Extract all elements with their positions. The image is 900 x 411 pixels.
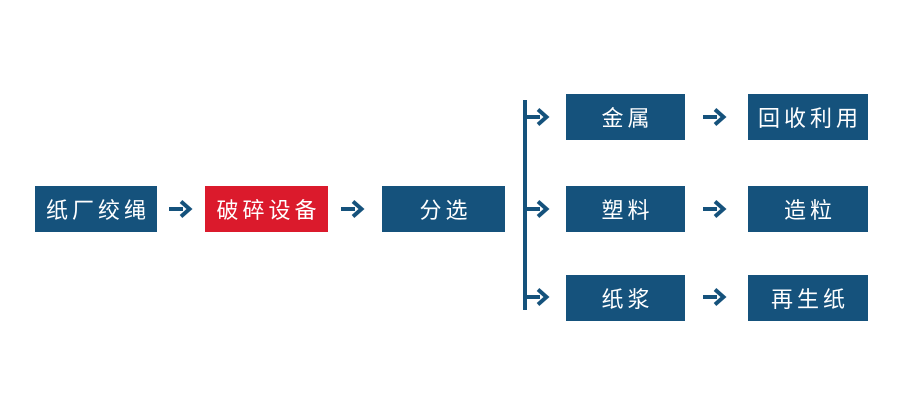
arrow-right-icon: [703, 200, 727, 218]
arrow-right-icon: [169, 200, 193, 218]
node-metal-label: 金属: [601, 106, 654, 131]
arrow-right-icon: [703, 108, 727, 126]
node-pulp: 纸浆: [566, 275, 685, 321]
node-pulp-label: 纸浆: [601, 287, 654, 312]
branch-arrow-right-icon: [524, 288, 550, 306]
node-crushing-equipment: 破碎设备: [205, 186, 328, 232]
node-paper-mill-rope-label: 纸厂绞绳: [45, 198, 150, 223]
node-plastic: 塑料: [566, 186, 685, 232]
node-sorting-label: 分选: [419, 198, 472, 223]
node-crushing-equipment-label: 破碎设备: [216, 198, 321, 223]
node-recycling: 回收利用: [748, 94, 868, 140]
arrow-right-icon: [703, 288, 727, 306]
branch-connector-line: [523, 100, 527, 310]
node-recycling-label: 回收利用: [757, 106, 862, 131]
node-paper-mill-rope: 纸厂绞绳: [35, 186, 157, 232]
node-sorting: 分选: [382, 186, 505, 232]
arrow-right-icon: [341, 200, 365, 218]
branch-arrow-right-icon: [524, 200, 550, 218]
node-metal: 金属: [566, 94, 685, 140]
node-recycled-paper: 再生纸: [748, 275, 868, 321]
node-plastic-label: 塑料: [601, 198, 654, 223]
node-granulation-label: 造粒: [783, 198, 836, 223]
node-recycled-paper-label: 再生纸: [770, 287, 849, 312]
branch-arrow-right-icon: [524, 108, 550, 126]
node-granulation: 造粒: [748, 186, 868, 232]
